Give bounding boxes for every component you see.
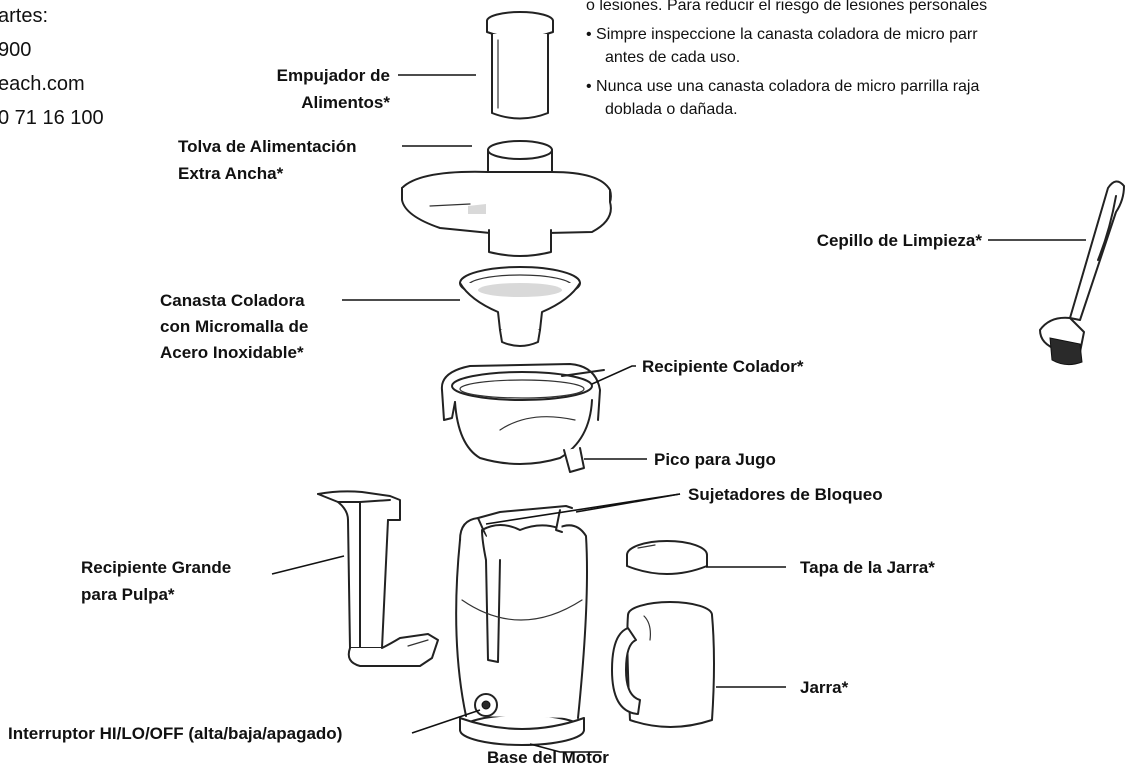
feed-tube-cover-illustration [401,140,612,257]
header-line-3: each.com [0,73,85,95]
label-pulp-container-line2: para Pulpa* [81,585,175,604]
label-food-pusher-line1: Empujador de [277,66,390,85]
label-pitcher: Jarra* [800,678,849,697]
food-pusher-illustration [486,11,554,120]
label-cleaning-brush: Cepillo de Limpieza* [817,231,983,250]
label-feed-tube-line1: Tolva de Alimentación [178,137,357,156]
label-filter-basket-line1: Canasta Coladora [160,291,305,310]
filter-bowl-illustration [440,363,605,473]
label-locking-arms: Sujetadores de Bloqueo [688,485,883,504]
note-line-3: antes de cada uso. [605,49,740,66]
header-line-2: 900 [0,39,31,61]
label-pitcher-lid: Tapa de la Jarra* [800,558,935,577]
note-line-4: • Nunca use una canasta coladora de micr… [586,78,979,95]
note-line-1: o lesiones. Para reducir el riesgo de le… [586,0,987,14]
pitcher-lid-illustration [626,540,708,575]
label-filter-basket-line2: con Micromalla de [160,317,308,336]
label-food-pusher-line2: Alimentos* [301,93,390,112]
label-filter-bowl: Recipiente Colador* [642,357,804,376]
label-juice-spout: Pico para Jugo [654,450,776,469]
cleaning-brush-illustration [1039,180,1125,366]
safety-notes: o lesiones. Para reducir el riesgo de le… [586,0,987,118]
label-pulp-container-line1: Recipiente Grande [81,558,231,577]
note-line-2: • Simpre inspeccione la canasta coladora… [586,26,978,43]
header-line-4: 0 71 16 100 [0,107,104,129]
leader-lines [271,74,1086,753]
label-filter-basket-line3: Acero Inoxidable* [160,343,304,362]
note-line-5: doblada o dañada. [605,101,738,118]
pitcher-illustration [611,601,715,728]
filter-basket-illustration [459,266,581,347]
motor-base-illustration [455,505,588,746]
header-line-1: artes: [0,5,48,27]
label-motor-base: Base del Motor [487,748,609,767]
pulp-container-illustration [317,490,439,667]
part-labels: Empujador de Alimentos* Tolva de Aliment… [8,66,982,767]
label-feed-tube-line2: Extra Ancha* [178,164,284,183]
header-left-block: artes: 900 each.com 0 71 16 100 [0,5,104,129]
label-switch: Interruptor HI/LO/OFF (alta/baja/apagado… [8,724,342,743]
